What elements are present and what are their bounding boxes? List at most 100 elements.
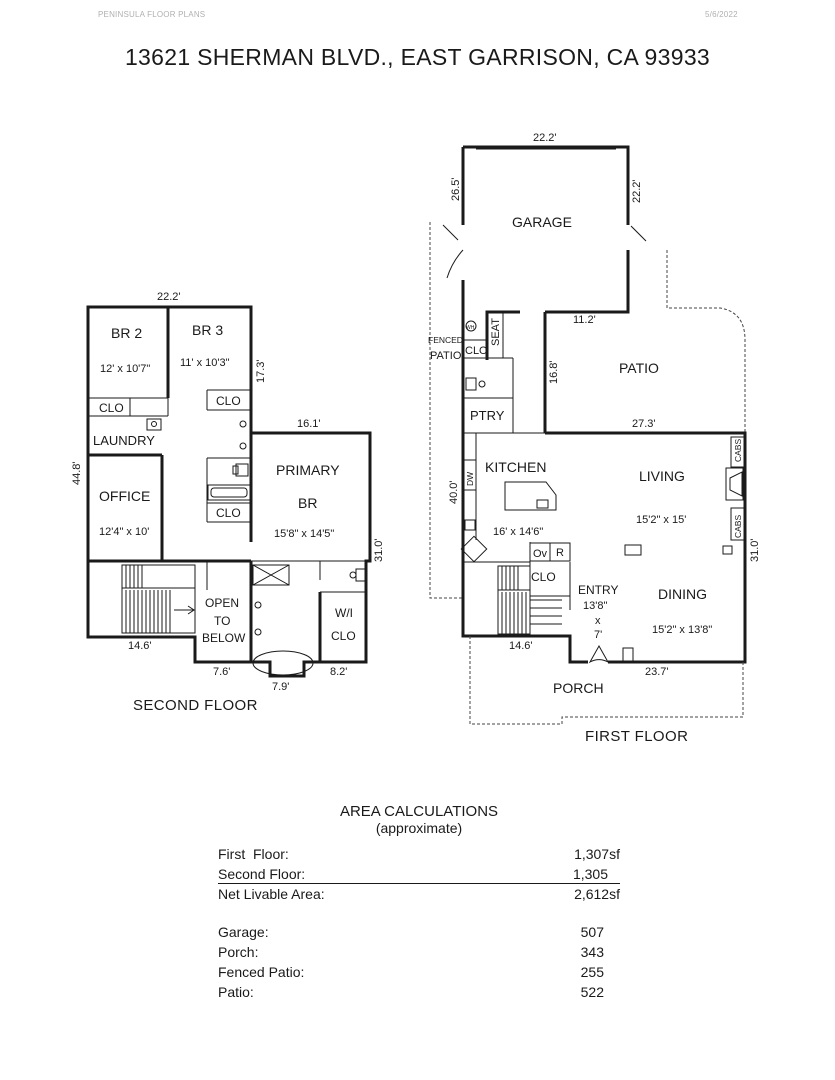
area-label: Garage: (218, 924, 269, 940)
second-floor-stairs (121, 564, 196, 634)
dim-first-patio-top: 11.2' (573, 314, 596, 326)
second-floor-fixtures (146, 418, 367, 676)
first-floor-stairs (497, 565, 562, 635)
area-calculations: AREA CALCULATIONS (approximate) First Fl… (218, 803, 620, 1002)
room-clo: CLO (531, 570, 556, 584)
dim-first-garage-top: 22.2' (533, 132, 557, 144)
area-title: AREA CALCULATIONS (339, 803, 499, 820)
room-entry-dim1: 13'8" (583, 600, 607, 612)
first-floor-plan: GARAGE FENCED PATIO CLO SEAT WH PATIO PT… (428, 132, 761, 745)
first-floor-label: FIRST FLOOR (585, 728, 688, 745)
dim-second-left: 44.8' (71, 461, 83, 485)
room-garage: GARAGE (512, 214, 572, 230)
room-entry-dim2: 7' (594, 629, 602, 641)
floor-plan-drawing: BR 2 12' x 10'7" BR 3 11' x 10'3" CLO CL… (71, 132, 761, 745)
area-row-garage: Garage: 507 (218, 922, 620, 942)
room-fenced-patio-2: PATIO (430, 350, 462, 362)
area-label: Porch: (218, 944, 259, 960)
room-pantry: PTRY (470, 408, 505, 423)
garage-walls (461, 145, 630, 433)
room-primary-name-1: PRIMARY (276, 462, 340, 478)
room-primary-dims: 15'8" x 14'5" (274, 528, 334, 540)
dim-first-patio-left: 16.8' (548, 360, 560, 384)
room-living-dims: 15'2" x 15' (636, 514, 686, 526)
room-wi-clo-1: W/I (335, 606, 353, 620)
room-dining-name: DINING (658, 586, 707, 602)
room-laundry: LAUNDRY (93, 433, 155, 448)
room-clo-bath: CLO (216, 506, 241, 520)
area-value: 522 (580, 984, 604, 1000)
area-value: 2,612sf (574, 886, 620, 902)
room-porch: PORCH (553, 680, 604, 696)
dim-second-primary-top: 16.1' (297, 418, 321, 430)
property-address: 13621 SHERMAN BLVD., EAST GARRISON, CA 9… (124, 44, 711, 70)
room-br3-name: BR 3 (192, 322, 223, 338)
dim-second-right: 31.0' (373, 538, 385, 562)
area-value: 1,305 (572, 866, 608, 882)
dim-first-garage-right: 22.2' (631, 179, 643, 203)
dim-first-garage-left: 26.5' (450, 177, 462, 201)
appliance-oven: Ov (533, 548, 548, 560)
area-row-second-floor: Second Floor: 1,305 (218, 864, 620, 884)
area-row-patio: Patio: 522 (218, 982, 620, 1002)
open-to-below-1: OPEN (205, 596, 239, 610)
dim-second-bottom-mid2: 7.9' (272, 681, 289, 693)
cabs-bottom: CABS (733, 515, 743, 538)
second-floor-outer-wall (86, 305, 372, 678)
dim-first-bottom-left: 14.6' (509, 640, 533, 652)
area-label: Second Floor: (218, 866, 306, 882)
cabs-top: CABS (733, 439, 743, 462)
first-floor-outer-wall (461, 431, 747, 664)
room-office-name: OFFICE (99, 488, 150, 504)
room-seat: SEAT (490, 318, 502, 346)
appliance-fridge: R (556, 547, 564, 559)
room-br2-dims: 12' x 10'7" (100, 363, 150, 375)
dim-second-bottom-left: 14.6' (128, 640, 152, 652)
room-living-name: LIVING (639, 468, 685, 484)
room-dining-dims: 15'2" x 13'8" (652, 624, 712, 636)
room-br3-dims: 11' x 10'3" (180, 357, 230, 369)
plan-date: 5/6/2022 (705, 10, 738, 19)
room-primary-name-2: BR (298, 495, 317, 511)
dim-first-right: 31.0' (749, 538, 761, 562)
room-office-dims: 12'4" x 10' (99, 526, 149, 538)
room-entry-name: ENTRY (578, 583, 618, 597)
room-clo-br2: CLO (99, 401, 124, 415)
room-clo-small: CLO (465, 345, 488, 357)
room-fenced-patio-1: FENCED (428, 335, 463, 345)
room-kitchen-dims: 16' x 14'6" (493, 526, 543, 538)
area-row-porch: Porch: 343 (218, 942, 620, 962)
area-value: 1,307sf (574, 846, 620, 862)
dim-second-top: 22.2' (157, 291, 181, 303)
room-wi-clo-2: CLO (331, 629, 356, 643)
open-to-below-2: TO (214, 614, 230, 628)
dim-second-bottom-mid1: 7.6' (213, 666, 230, 678)
area-label: Patio: (218, 984, 254, 1000)
second-floor-interior-walls (88, 307, 366, 662)
second-floor-plan: BR 2 12' x 10'7" BR 3 11' x 10'3" CLO CL… (71, 291, 385, 714)
dim-first-patio-bottom: 27.3' (632, 418, 656, 430)
appliance-dw: DW (465, 472, 475, 486)
room-clo-br3: CLO (216, 394, 241, 408)
area-value: 343 (580, 944, 604, 960)
area-label: Fenced Patio: (218, 964, 305, 980)
area-row-fenced-patio: Fenced Patio: 255 (218, 962, 620, 982)
first-floor-fixtures (460, 320, 745, 664)
room-br2-name: BR 2 (111, 325, 142, 341)
second-floor-label: SECOND FLOOR (133, 697, 258, 714)
room-wh: WH (466, 325, 475, 331)
area-label: First Floor: (218, 846, 289, 862)
area-row-first-floor: First Floor: 1,307sf (218, 844, 620, 864)
patio-outline (666, 250, 746, 433)
dim-first-bottom-right: 23.7' (645, 666, 669, 678)
area-value: 507 (580, 924, 604, 940)
open-to-below-3: BELOW (202, 631, 246, 645)
room-kitchen-name: KITCHEN (485, 459, 546, 475)
area-row-net-livable: Net Livable Area: 2,612sf (218, 884, 620, 904)
area-value: 255 (580, 964, 604, 980)
dim-first-left: 40.0' (448, 480, 460, 504)
area-subtitle: (approximate) (375, 820, 463, 836)
area-label: Net Livable Area: (218, 886, 325, 902)
room-entry-x: x (595, 615, 601, 627)
company-watermark: PENINSULA FLOOR PLANS (98, 10, 206, 19)
